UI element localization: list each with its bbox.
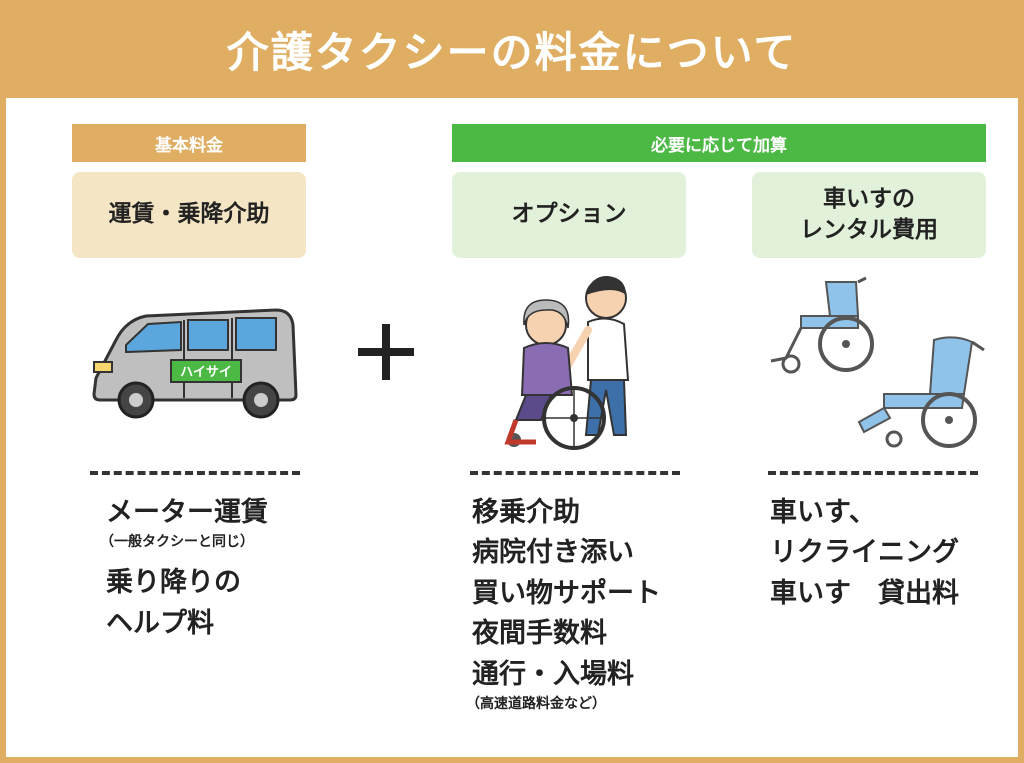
rental-box-line2: レンタル費用	[800, 217, 938, 243]
list-item: 移乗介助	[472, 497, 580, 528]
caregiver-wheelchair-icon	[504, 275, 630, 450]
basic-fee-list: メーター運賃 （一般タクシーと同じ） 乗り降りの ヘルプ料	[100, 497, 268, 648]
list-item: 買い物サポート	[472, 577, 661, 609]
list-item: 夜間手数料	[472, 618, 607, 650]
list-item: ヘルプ料	[106, 607, 214, 639]
list-item: 病院付き添い	[472, 537, 634, 569]
option-box: オプション	[452, 172, 686, 258]
list-item-note: （高速道路料金など）	[466, 695, 606, 712]
option-list: 移乗介助 病院付き添い 買い物サポート 夜間手数料 通行・入場料 （高速道路料金…	[466, 497, 661, 729]
divider-option	[470, 471, 680, 475]
option-box-label: オプション	[511, 201, 627, 228]
rental-box: 車いすの レンタル費用	[752, 172, 986, 258]
rental-list: 車いす、 リクライニング 車いす 貸出料	[770, 497, 959, 618]
basic-fee-tag: 基本料金	[72, 124, 306, 162]
taxi-van-icon: ハイサイ	[92, 308, 298, 419]
van-label: ハイサイ	[180, 365, 232, 380]
basic-fee-box: 運賃・乗降介助	[72, 172, 306, 258]
rental-box-label: 車いすの レンタル費用	[800, 184, 938, 246]
list-item: メーター運賃	[106, 497, 268, 528]
reclining-wheelchair-icon	[857, 336, 985, 448]
list-item: 車いす 貸出料	[770, 577, 959, 609]
page-title: 介護タクシーの料金について	[226, 27, 798, 77]
list-item: 通行・入場料	[472, 658, 634, 690]
list-item-note: （一般タクシーと同じ）	[100, 534, 254, 551]
divider-rental	[768, 471, 978, 475]
basic-fee-box-label: 運賃・乗降介助	[108, 201, 270, 228]
list-item: 車いす、	[770, 497, 876, 528]
list-item: リクライニング	[770, 537, 959, 569]
wheelchair-icon	[770, 276, 874, 374]
header-bar: 介護タクシーの料金について	[0, 0, 1024, 98]
list-item: 乗り降りの	[106, 567, 241, 599]
divider-basic	[90, 471, 300, 475]
additional-fee-tag: 必要に応じて加算	[452, 124, 986, 162]
plus-icon	[358, 324, 414, 380]
rental-box-line1: 車いすの	[823, 185, 915, 212]
